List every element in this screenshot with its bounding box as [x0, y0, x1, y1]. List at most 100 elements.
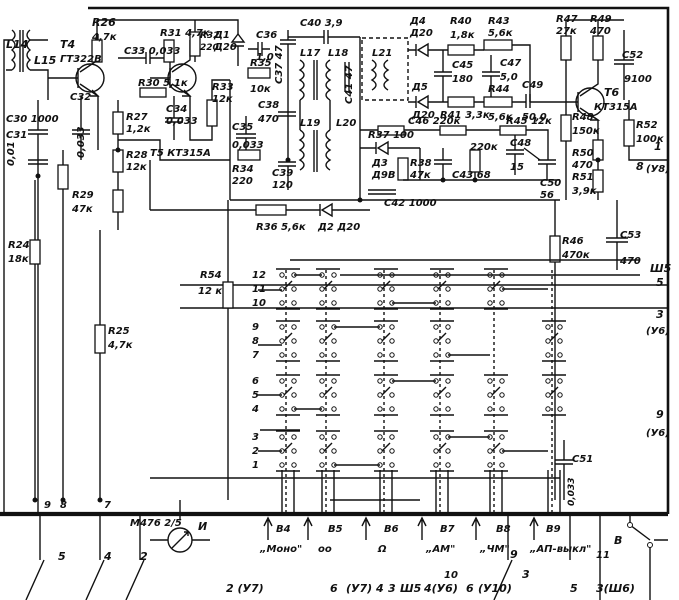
- c49-capacitor: [512, 94, 570, 108]
- label-R32v: 220: [200, 43, 219, 53]
- switch-contact: [389, 434, 395, 440]
- switch-group-frame: [542, 320, 566, 362]
- switch-contact: [319, 286, 325, 292]
- label-C41: C41 47: [344, 65, 355, 104]
- meter-m476: [150, 527, 210, 553]
- c45-capacitor: [434, 50, 452, 102]
- switch-blade: [323, 386, 333, 396]
- switch-contact: [331, 286, 337, 292]
- bottom-11: 11: [596, 550, 610, 561]
- switch-contact: [487, 392, 493, 398]
- label-D2: Д2 Д20: [317, 222, 360, 233]
- c52-capacitor: [614, 30, 634, 100]
- switch-group-frame: [276, 320, 300, 362]
- switch-contact: [487, 406, 493, 412]
- switch-contact: [377, 300, 383, 306]
- l18-coil: [313, 59, 332, 101]
- switch-contact: [377, 448, 383, 454]
- switch-contact: [389, 324, 395, 330]
- switch-group-frame: [316, 374, 340, 416]
- r40-resistor: [447, 44, 475, 56]
- switch-group-frame: [316, 320, 340, 362]
- bus-9: 9: [44, 500, 51, 511]
- switch-blade: [283, 332, 293, 342]
- switch-blade: [323, 442, 333, 452]
- switch-blade: [437, 386, 447, 396]
- label-L19: L19: [300, 118, 320, 129]
- label-R49v: 470: [589, 26, 611, 37]
- c41-capacitor: [344, 62, 350, 92]
- switch-contact: [377, 378, 383, 384]
- c47-capacitor: [482, 55, 500, 97]
- ref-5: 3: [388, 582, 396, 595]
- switch-contact: [433, 434, 439, 440]
- label-T6: T6: [604, 86, 620, 99]
- board-frame: [88, 6, 670, 514]
- terminal-9-ref: (У6): [646, 428, 670, 439]
- switch-contact: [445, 392, 451, 398]
- label-C32: C32: [70, 92, 91, 103]
- switch-group-frame: [484, 268, 508, 310]
- bus-7: 7: [104, 500, 111, 511]
- switch-contact: [433, 462, 439, 468]
- switch-contact: [291, 324, 297, 330]
- contact-8: 8: [252, 336, 259, 347]
- switch-contact: [487, 462, 493, 468]
- button-b9-label: В9: [546, 524, 561, 535]
- label-R33: R33: [212, 82, 234, 93]
- label-R44: R44: [488, 84, 510, 95]
- switch-contact: [319, 392, 325, 398]
- switch-contact: [389, 406, 395, 412]
- switch-contact: [319, 434, 325, 440]
- switch-contact: [291, 300, 297, 306]
- bottom-2: 2: [140, 550, 148, 563]
- switch-contact: [331, 272, 337, 278]
- switch-contact: [291, 392, 297, 398]
- terminal-3-ref: (У6): [646, 326, 670, 337]
- switch-contact: [377, 338, 383, 344]
- ref-9: (У10): [478, 582, 512, 595]
- c46-capacitor: [439, 125, 467, 136]
- d1-diode: [230, 32, 246, 66]
- button-b9-caption: „АП-выкл": [529, 544, 591, 555]
- label-C48v: 15: [510, 162, 524, 173]
- label-C40: C40 3,9: [300, 18, 342, 29]
- terminal-1: 1: [654, 140, 662, 153]
- switch-group-frame: [316, 430, 340, 472]
- d5-diode: [408, 94, 448, 110]
- label-R54: R54: [200, 270, 222, 281]
- label-R48v: 150к: [572, 126, 600, 137]
- component-labels: L14 L15 T4 ГТ322В C30 1000 C31 0,01 R26 …: [6, 14, 672, 595]
- l17-coil: [298, 59, 305, 101]
- push-button-actuator: [303, 516, 313, 540]
- switch-lead: [547, 470, 561, 514]
- r54-resistor: [222, 281, 234, 309]
- label-I: И: [198, 520, 207, 533]
- switch-group-frame: [430, 320, 454, 362]
- switch-contact: [499, 378, 505, 384]
- label-R29v: 47к: [71, 204, 93, 215]
- button-b8-label: В8: [496, 524, 511, 535]
- switch-group-frame: [276, 268, 300, 310]
- switch-lead: [435, 470, 449, 514]
- switch-contact: [545, 378, 551, 384]
- c48-capacitor: [506, 135, 541, 175]
- label-C47: C47: [500, 58, 521, 69]
- label-D3t: Д9В: [371, 170, 396, 181]
- switch-contact: [389, 352, 395, 358]
- label-C53: C53: [620, 230, 641, 241]
- r43-resistor: [483, 39, 513, 51]
- switch-contact: [445, 338, 451, 344]
- switch-contact: [331, 448, 337, 454]
- transistor-t4: [48, 34, 105, 150]
- bottom-10: 10: [444, 570, 458, 581]
- button-b7-label: В7: [440, 524, 455, 535]
- ref-4: 4: [375, 582, 384, 595]
- label-R24: R24: [8, 240, 30, 251]
- switch-contact: [389, 448, 395, 454]
- c35-capacitor: [236, 116, 256, 150]
- label-R48: R48: [572, 112, 594, 123]
- ref-12: 3(Ш6): [596, 582, 635, 595]
- r46-resistor: [549, 235, 561, 263]
- ref-11: 5: [570, 582, 578, 595]
